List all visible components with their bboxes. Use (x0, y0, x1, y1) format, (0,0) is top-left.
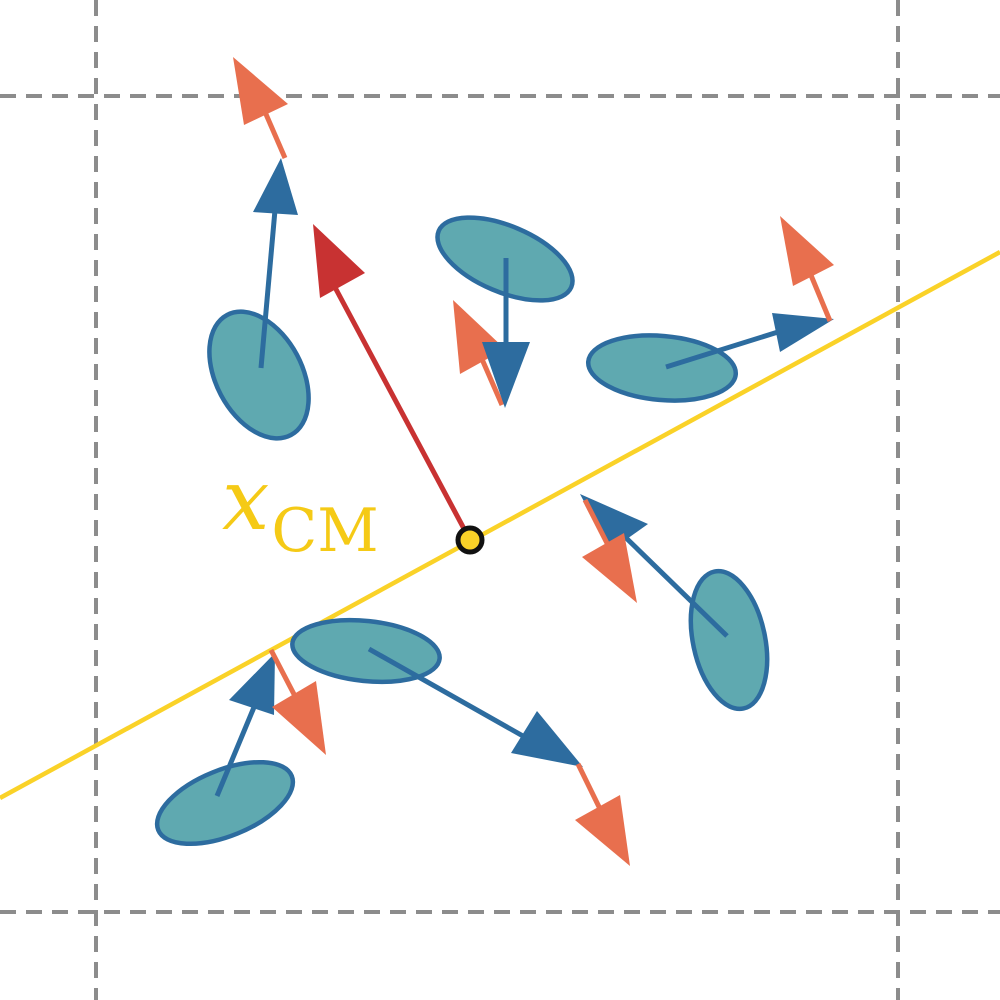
particle-3 (585, 216, 834, 403)
relative-shaft (805, 267, 833, 322)
relative-shaft (268, 648, 300, 702)
velocity-head (772, 313, 834, 352)
particle-body (688, 568, 770, 712)
cm-arrow-shaft (327, 276, 473, 542)
relative-head (780, 216, 834, 286)
velocity-head (511, 711, 583, 767)
relative-head (272, 681, 326, 755)
relative-head (233, 57, 288, 125)
relative-head (575, 795, 630, 866)
relative-head (582, 533, 637, 603)
velocity-head (482, 342, 530, 408)
particle-body (207, 309, 311, 441)
cm-arrow-head (313, 224, 365, 298)
cm-point (455, 525, 485, 555)
velocity-shaft (367, 646, 532, 743)
particle-2 (435, 215, 575, 408)
velocity-shaft (214, 699, 260, 797)
cm-line (0, 250, 1000, 800)
velocity-shaft (665, 329, 779, 370)
particle-5 (290, 617, 630, 866)
particle-body (154, 759, 296, 847)
velocity-shaft (258, 209, 278, 369)
velocity-head (580, 494, 648, 551)
velocity-head (253, 158, 298, 215)
particle-4 (580, 494, 770, 712)
particle-6 (154, 648, 326, 847)
particle-1 (207, 57, 311, 441)
relative-shaft (575, 762, 606, 817)
velocity-head (229, 653, 275, 715)
relative-shaft (582, 498, 614, 553)
cm-velocity-arrow (313, 224, 473, 542)
velocity-shaft (618, 530, 729, 638)
cm-label-subscript: CM (271, 496, 379, 566)
cm-label-variable: x (222, 451, 270, 549)
particle-body (585, 333, 739, 403)
cm-label: xCM (222, 458, 379, 561)
